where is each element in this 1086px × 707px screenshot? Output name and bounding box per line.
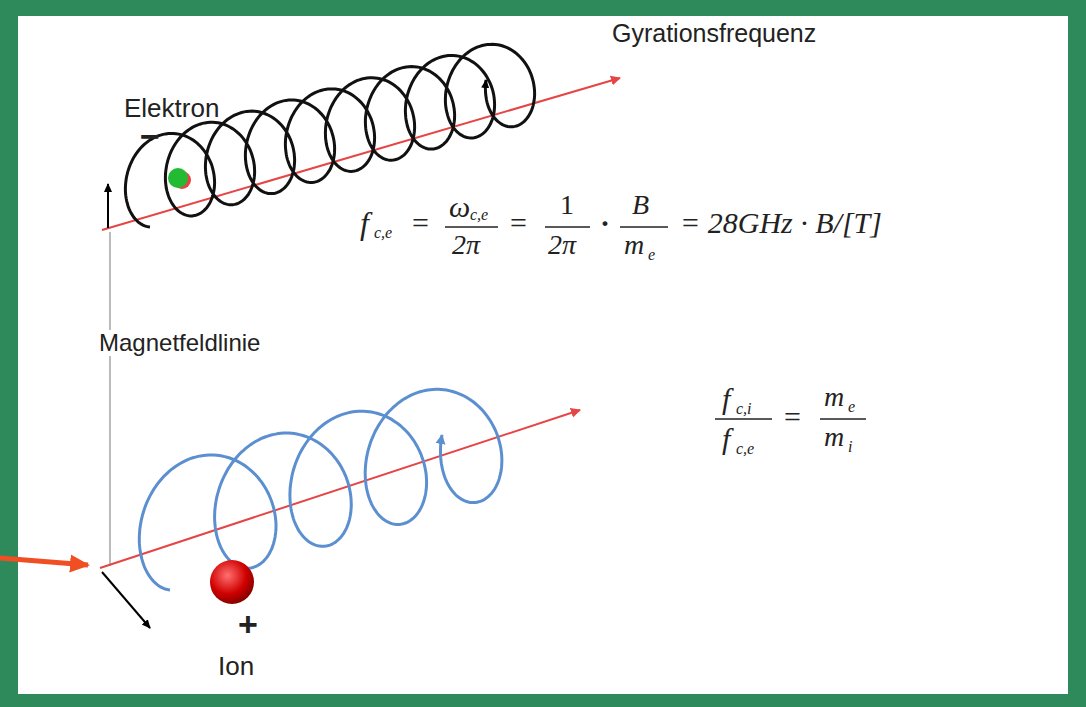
formula-operator: · <box>600 206 610 239</box>
field-line <box>100 410 580 568</box>
charge-sign: − <box>140 118 160 155</box>
ion-helix <box>139 389 502 590</box>
formula-operator: = <box>784 400 801 433</box>
formula-operator: = <box>510 206 527 239</box>
formula-symbol: f <box>722 382 730 415</box>
ion-ball <box>210 560 254 604</box>
formula-symbol: f <box>722 422 730 455</box>
radius-arrow <box>107 184 109 228</box>
particle-label: Elektron <box>124 94 219 123</box>
formula-symbol: m <box>824 422 844 453</box>
formula-subscript: c,e <box>374 224 392 242</box>
formula-symbol: m <box>824 382 844 413</box>
formula-number: 1 <box>560 190 574 221</box>
formula-subscript: c,e <box>470 206 488 224</box>
formula-symbol: 2π <box>452 230 480 261</box>
field-line-label: Magnetfeldlinie <box>96 330 263 356</box>
formula-operator: = <box>412 206 429 239</box>
formula-subscript: c,i <box>736 400 752 418</box>
pointer-arrow <box>0 558 88 565</box>
formula-symbol: m <box>624 230 644 261</box>
formula-symbol: 2π <box>548 230 576 261</box>
particle-label: Ion <box>218 652 254 681</box>
formula-subscript: e <box>648 246 655 264</box>
formula-subscript: i <box>848 438 852 456</box>
charge-sign: + <box>238 606 258 643</box>
fraction-bars <box>445 227 866 419</box>
radius-arrow <box>102 572 150 628</box>
electron-helix <box>125 44 534 227</box>
formula-symbol: f <box>360 206 369 241</box>
formula-value: = 28GHz · B/[T] <box>680 206 882 239</box>
formula-subscript: c,e <box>736 440 754 458</box>
diagram-title: Gyrationsfrequenz <box>612 20 816 48</box>
formula-symbol: B <box>632 190 649 221</box>
electron-dot <box>168 168 188 188</box>
formula-subscript: e <box>848 398 855 416</box>
formula-symbol: ω <box>449 190 470 223</box>
guide-line <box>109 232 111 566</box>
